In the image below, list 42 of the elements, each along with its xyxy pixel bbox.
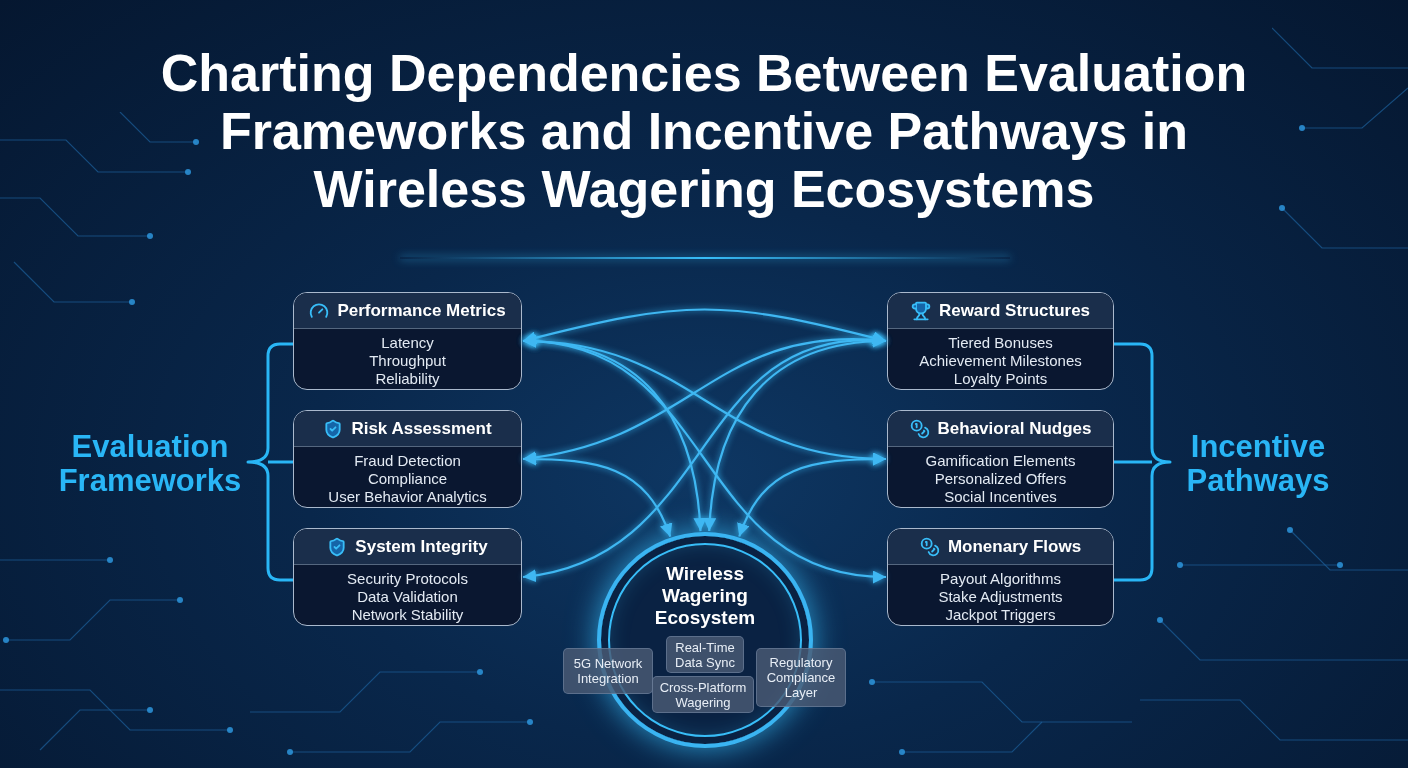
list-item: Jackpot Triggers — [945, 606, 1056, 624]
card-title: Reward Structures — [938, 300, 1091, 321]
list-item: Throughput — [369, 352, 446, 370]
list-item: User Behavior Analytics — [328, 488, 487, 506]
circle-label: Wireless Wagering Ecosystem — [653, 563, 757, 629]
list-item: Network Stability — [351, 606, 464, 624]
category-card — [293, 528, 522, 626]
list-item: Achievement Milestones — [919, 352, 1082, 370]
list-item: Tiered Bonuses — [948, 334, 1053, 352]
category-card — [293, 410, 522, 508]
group-label: Evaluation Frameworks — [57, 430, 243, 498]
category-card — [293, 292, 522, 390]
category-card — [887, 528, 1114, 626]
title: Charting Dependencies Between Evaluation Frameworks and Incentive Pathways in Wireless Wagering Ecosystems — [159, 44, 1249, 218]
list-item: Social Incentives — [944, 488, 1057, 506]
feature-chip: Cross-Platform Wagering — [652, 676, 754, 713]
feature-chip: 5G Network Integration — [563, 648, 653, 694]
list-item: Payout Algorithms — [940, 570, 1061, 588]
card-title: Performance Metrics — [337, 300, 506, 321]
group-label: Incentive Pathways — [1185, 430, 1331, 498]
list-item: Reliability — [375, 370, 440, 388]
list-item: Personalized Offers — [934, 470, 1067, 488]
list-item: Security Protocols — [347, 570, 468, 588]
category-card — [887, 292, 1114, 390]
list-item: Loyalty Points — [953, 370, 1048, 388]
feature-chip: Regulatory Compliance Layer — [756, 648, 846, 707]
feature-chip: Real-Time Data Sync — [666, 636, 744, 673]
list-item: Latency — [381, 334, 434, 352]
list-item: Compliance — [367, 470, 448, 488]
connector-arrow — [523, 452, 672, 538]
list-item: Gamification Elements — [925, 452, 1076, 470]
connector-arrow — [737, 452, 886, 537]
list-item: Fraud Detection — [354, 452, 461, 470]
card-title: Behavioral Nudges — [937, 418, 1092, 439]
card-title: System Integrity — [355, 536, 488, 557]
list-item: Stake Adjustments — [938, 588, 1063, 606]
connector-arrow — [522, 308, 887, 345]
category-card — [887, 410, 1114, 508]
connector-arrow — [703, 335, 887, 532]
list-item: Data Validation — [357, 588, 458, 606]
card-title: Monenary Flows — [947, 536, 1082, 557]
card-title: Risk Assessment — [351, 418, 492, 439]
